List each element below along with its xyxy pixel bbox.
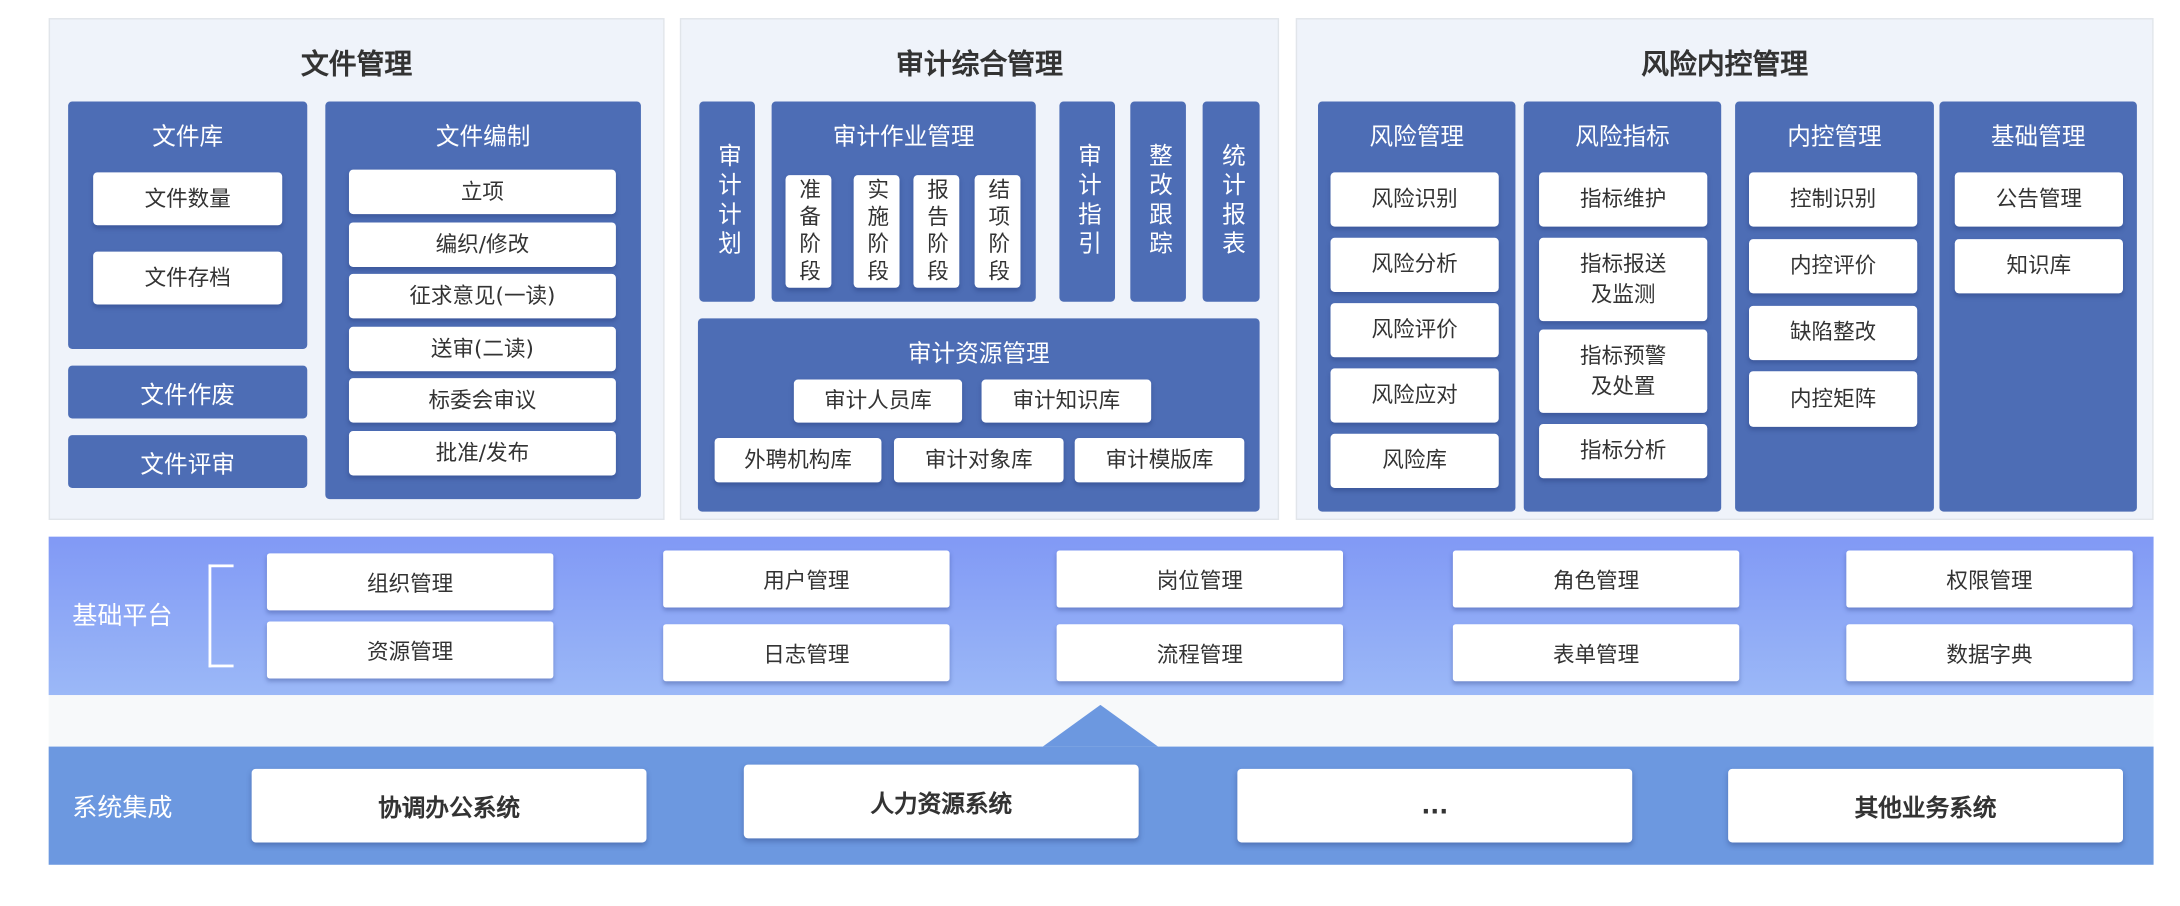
rectify-tracking-module[interactable]: 整改跟踪 [1130,101,1186,302]
platform-item[interactable]: 组织管理 [266,553,554,611]
integration-label: 系统集成 [72,793,173,824]
audit-resource-module: 审计资源管理 [697,318,1260,512]
audit-management-title: 审计综合管理 [896,46,1063,80]
risk-control-title: 风险内控管理 [1641,46,1809,80]
file-compile-item[interactable]: 批准/发布 [348,430,616,476]
platform-item[interactable]: 用户管理 [663,550,950,608]
risk-item[interactable]: 内控矩阵 [1748,371,1918,427]
integration-system-item[interactable]: 协调办公系统 [251,768,647,843]
risk-item[interactable]: 风险分析 [1330,237,1499,292]
risk-item[interactable]: 指标预警 及处置 [1539,329,1708,413]
file-count-item[interactable]: 文件数量 [93,172,283,226]
risk-item[interactable]: 内控评价 [1748,239,1918,294]
integration-system-item[interactable]: 其他业务系统 [1728,768,2123,843]
audit-guide-module[interactable]: 审计指引 [1059,101,1116,302]
audit-plan-module[interactable]: 审计计划 [699,101,755,302]
audit-stage-item[interactable]: 结项阶段 [974,175,1021,288]
file-management-title: 文件管理 [300,46,413,80]
platform-item[interactable]: 岗位管理 [1056,550,1344,608]
file-archive-item[interactable]: 文件存档 [93,251,283,305]
file-compile-item[interactable]: 标委会审议 [348,378,616,423]
risk-item[interactable]: 公告管理 [1954,172,2123,227]
audit-resource-item[interactable]: 审计对象库 [893,437,1064,483]
platform-item[interactable]: 日志管理 [663,624,950,682]
statistics-report-module[interactable]: 统计报表 [1202,101,1260,302]
risk-item[interactable]: 风险识别 [1330,172,1499,227]
platform-item[interactable]: 数据字典 [1846,624,2133,682]
file-compile-item[interactable]: 编织/修改 [348,222,616,267]
risk-item[interactable]: 指标报送 及监测 [1539,237,1708,322]
audit-stage-item[interactable]: 实施阶段 [853,175,900,288]
risk-item[interactable]: 指标维护 [1539,172,1708,227]
audit-resource-item[interactable]: 审计模版库 [1074,437,1245,483]
platform-item[interactable]: 资源管理 [266,621,554,679]
bracket-icon [208,564,234,668]
platform-item[interactable]: 角色管理 [1452,550,1740,608]
audit-stage-item[interactable]: 报告阶段 [913,175,960,288]
risk-item[interactable]: 风险库 [1330,433,1499,488]
file-void-module[interactable]: 文件作废 [68,365,308,419]
risk-item[interactable]: 知识库 [1954,239,2123,294]
audit-resource-item[interactable]: 审计人员库 [793,379,963,423]
audit-stage-item[interactable]: 准备阶段 [785,175,832,288]
risk-item[interactable]: 指标分析 [1539,424,1708,479]
file-review-module[interactable]: 文件评审 [68,435,308,488]
risk-item[interactable]: 风险应对 [1330,368,1499,423]
risk-column-module: 基础管理 [1939,101,2137,512]
integration-system-item[interactable]: ... [1237,768,1633,843]
platform-item[interactable]: 表单管理 [1452,624,1740,682]
audit-resource-item[interactable]: 外聘机构库 [714,437,882,483]
file-compile-item[interactable]: 征求意见(一读) [348,273,616,319]
risk-item[interactable]: 风险评价 [1330,303,1499,358]
integration-system-item[interactable]: 人力资源系统 [743,764,1139,839]
file-compile-item[interactable]: 送审(二读) [348,326,616,372]
platform-item[interactable]: 权限管理 [1846,550,2133,608]
platform-item[interactable]: 流程管理 [1056,624,1344,682]
base-platform-label: 基础平台 [72,601,173,632]
risk-item[interactable]: 缺陷整改 [1748,305,1918,361]
audit-resource-item[interactable]: 审计知识库 [981,379,1152,423]
file-compile-item[interactable]: 立项 [348,169,616,215]
risk-item[interactable]: 控制识别 [1748,172,1918,227]
